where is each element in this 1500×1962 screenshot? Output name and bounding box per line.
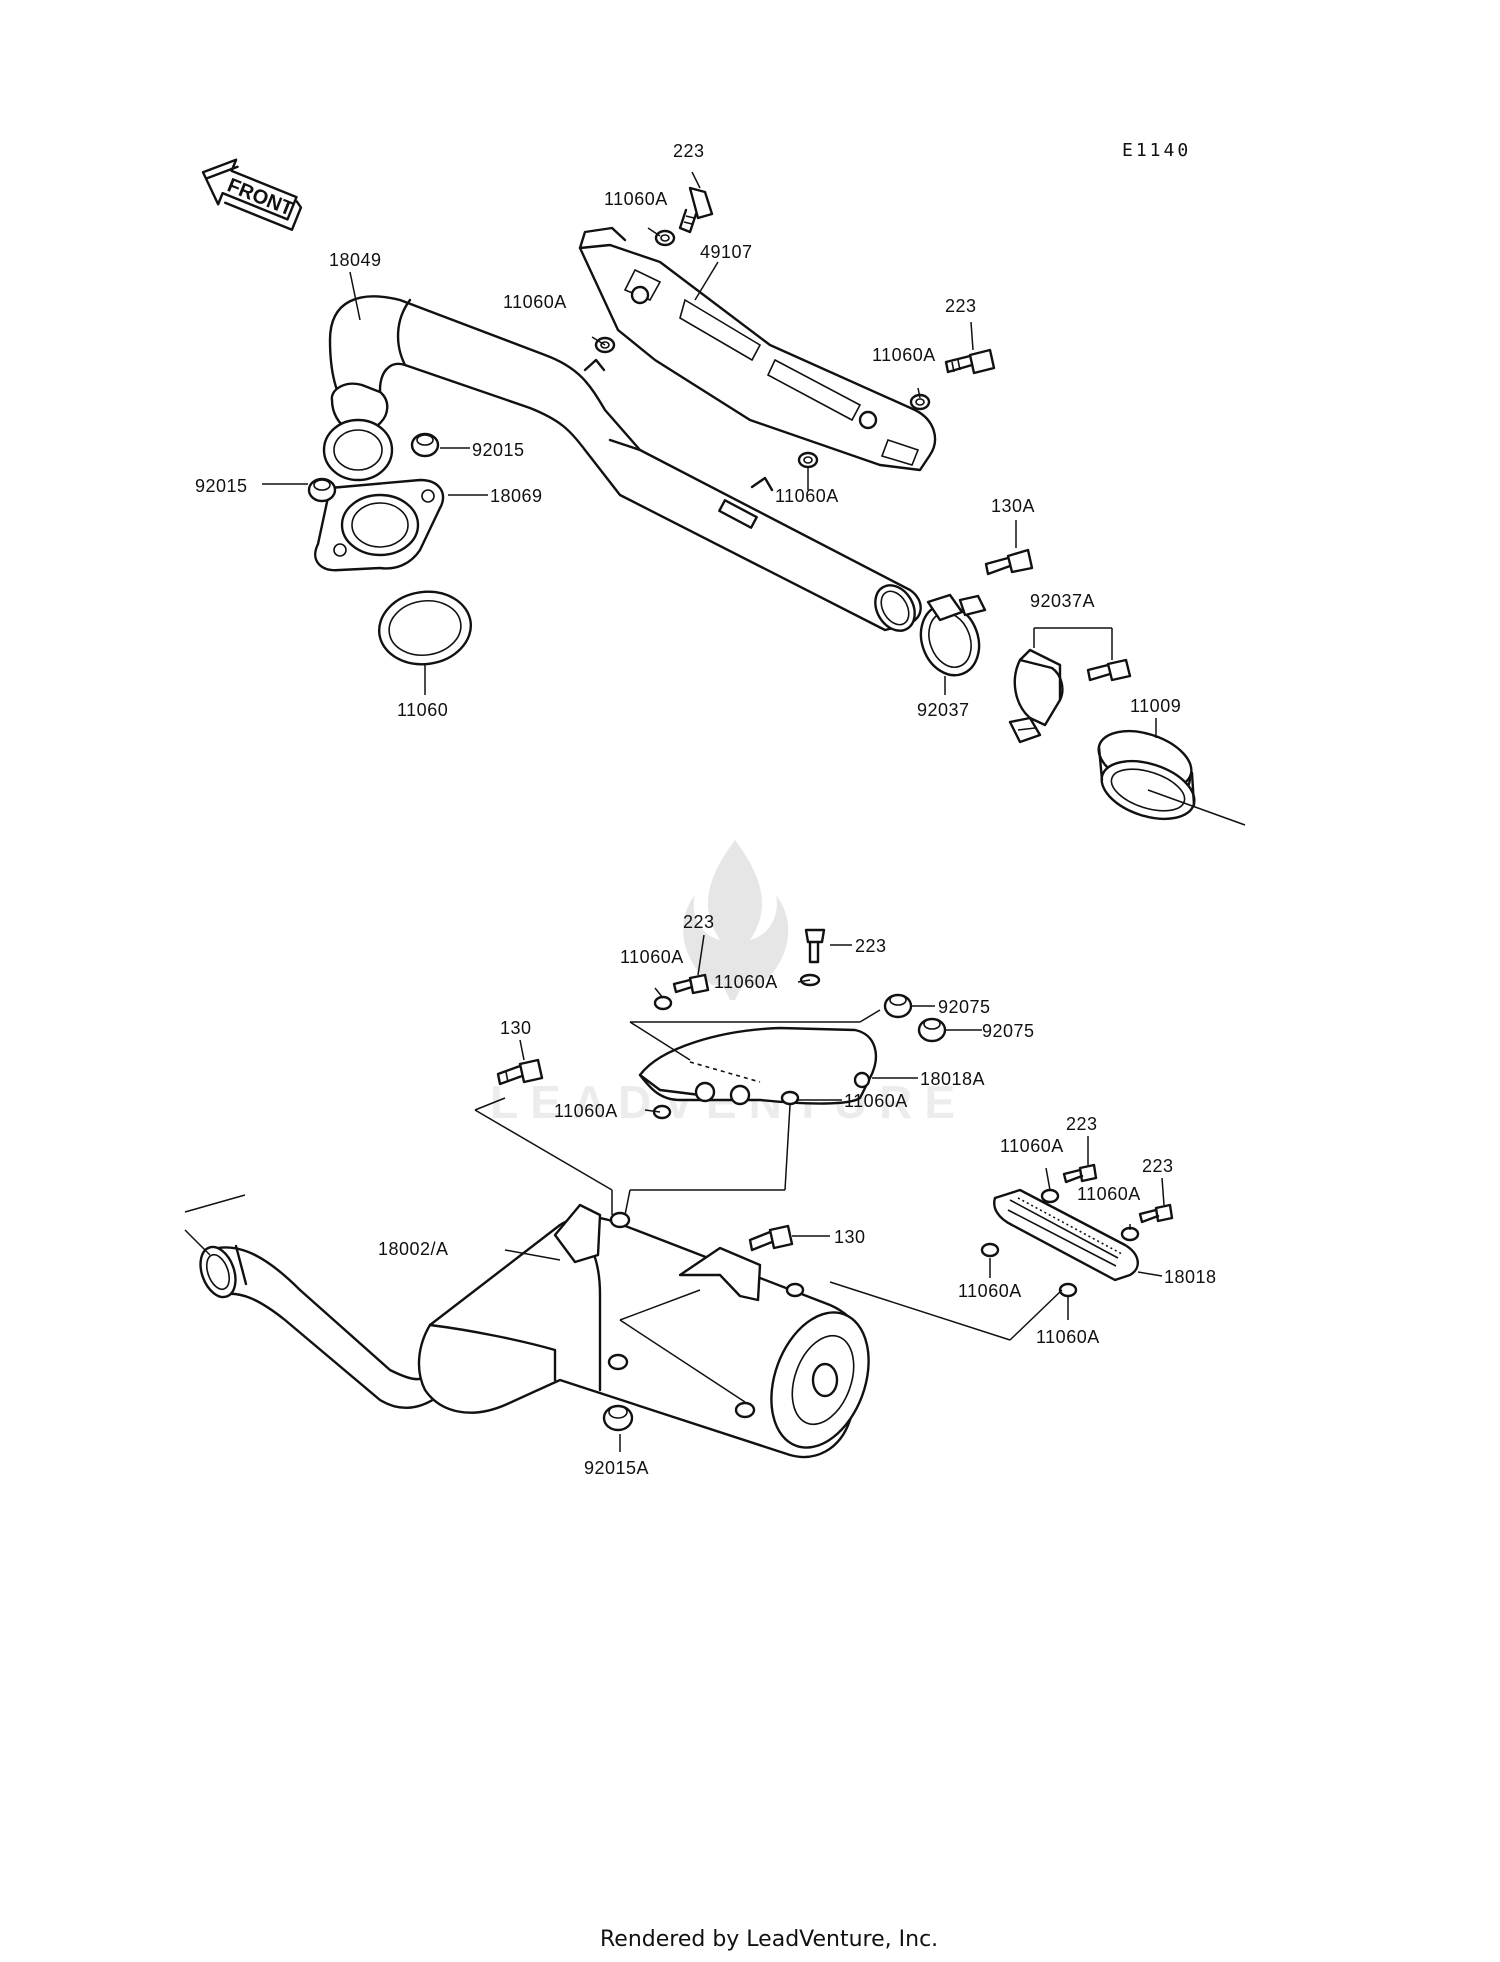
nut-92015A <box>602 1404 634 1432</box>
washer-11060A-cover-a <box>1040 1188 1060 1204</box>
nut-92015-left <box>307 477 337 503</box>
nut-92075-b <box>917 1017 947 1043</box>
part-label-11060A: 11060A <box>620 947 684 967</box>
leader-lines <box>184 171 1165 1452</box>
part-labels: 223 11060A 49107 18049 223 11060A 11060A… <box>195 141 1217 1478</box>
washer-11060A-low <box>797 451 819 469</box>
nut-92075-a <box>883 993 913 1019</box>
washer-11060A-lower-d <box>780 1090 800 1106</box>
washer-11060A-lower-c <box>652 1104 672 1120</box>
part-label-18069: 18069 <box>490 486 543 506</box>
diagram-code: E1140 <box>1122 140 1191 161</box>
sleeve-11009 <box>1097 729 1196 821</box>
part-label-18049: 18049 <box>329 250 382 270</box>
part-label-223: 223 <box>855 936 887 956</box>
part-label-11060A: 11060A <box>714 972 778 992</box>
part-label-11060A: 11060A <box>503 292 567 312</box>
washer-11060A-lower-a <box>653 995 673 1011</box>
part-label-223: 223 <box>1142 1156 1174 1176</box>
part-label-92015: 92015 <box>472 440 525 460</box>
part-label-92037: 92037 <box>917 700 970 720</box>
exhaust-pipe-18049 <box>322 295 922 632</box>
part-label-92037A: 92037A <box>1030 591 1095 611</box>
clamp-92037 <box>919 593 987 677</box>
bolt-223-lower-left <box>672 973 710 995</box>
footer-credit: Rendered by LeadVenture, Inc. <box>600 1927 938 1952</box>
bolt-130-left <box>496 1058 544 1086</box>
part-label-130: 130 <box>500 1018 532 1038</box>
bolt-223-top <box>678 186 714 234</box>
washer-11060A-cover-c <box>980 1242 1000 1258</box>
part-label-92015A: 92015A <box>584 1458 649 1478</box>
washer-11060A-top <box>654 229 676 247</box>
part-label-11060A: 11060A <box>604 189 668 209</box>
part-label-49107: 49107 <box>700 242 753 262</box>
part-label-11009: 11009 <box>1130 696 1181 716</box>
part-label-11060A: 11060A <box>1077 1184 1141 1204</box>
bolt-223-right <box>944 348 996 375</box>
part-label-11060A: 11060A <box>1000 1136 1064 1156</box>
front-arrow-icon: FRONT <box>201 158 303 231</box>
washer-11060A-right <box>909 393 931 411</box>
bolt-223-cover-left <box>1062 1163 1098 1184</box>
part-label-11060A: 11060A <box>554 1101 618 1121</box>
part-label-11060A: 11060A <box>958 1281 1022 1301</box>
bolt-130-right <box>748 1224 794 1252</box>
heat-guard-49107 <box>578 226 937 472</box>
part-label-130A: 130A <box>991 496 1035 516</box>
part-label-18002A: 18002/A <box>378 1239 449 1259</box>
part-label-92075: 92075 <box>982 1021 1035 1041</box>
part-label-18018A: 18018A <box>920 1069 985 1089</box>
bolt-130A <box>984 548 1034 576</box>
heat-guard-18018A <box>638 1026 878 1106</box>
flange-18069 <box>314 478 445 572</box>
washer-11060A-cover-d <box>1058 1282 1078 1298</box>
part-label-92015: 92015 <box>195 476 248 496</box>
part-label-223: 223 <box>945 296 977 316</box>
bolt-92037A <box>1086 658 1132 682</box>
part-label-11060A: 11060A <box>844 1091 908 1111</box>
part-label-18018: 18018 <box>1164 1267 1217 1287</box>
part-label-11060A: 11060A <box>775 486 839 506</box>
bolt-223-cover-right <box>1138 1203 1174 1224</box>
part-label-11060A: 11060A <box>872 345 936 365</box>
nut-92015-right <box>410 432 440 458</box>
cover-18018 <box>993 1188 1139 1282</box>
muffler-18002A <box>199 1203 870 1459</box>
bolt-223-lower-mid <box>804 928 826 964</box>
part-label-223: 223 <box>683 912 715 932</box>
clamp-92037A <box>1008 648 1064 744</box>
part-label-130: 130 <box>834 1227 866 1247</box>
watermark-logo: LEADVENTURE <box>490 840 955 1128</box>
gasket-11060 <box>377 590 473 666</box>
part-label-11060A: 11060A <box>1036 1327 1100 1347</box>
part-label-92075: 92075 <box>938 997 991 1017</box>
part-label-223: 223 <box>1066 1114 1098 1134</box>
part-label-11060: 11060 <box>397 700 448 720</box>
part-label-223: 223 <box>673 141 705 161</box>
